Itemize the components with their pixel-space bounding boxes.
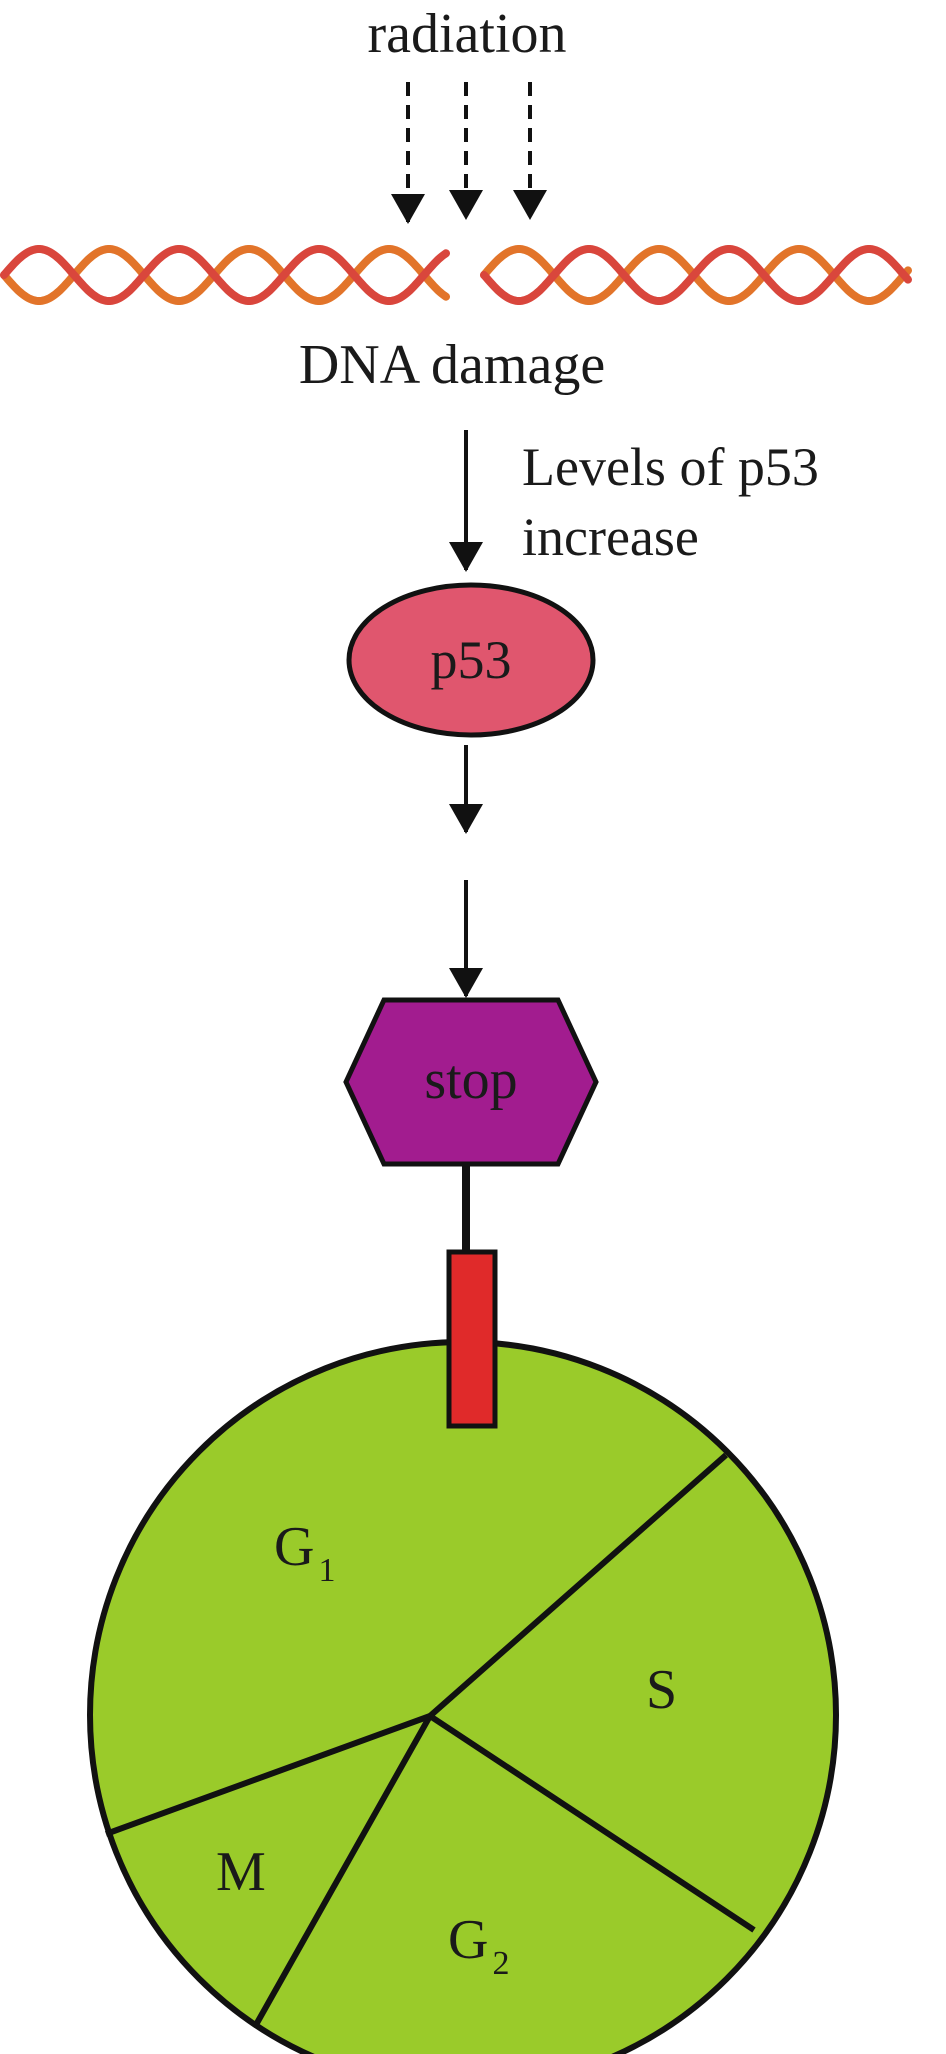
phase-g2-subscript: 2 [492,1945,509,1982]
dna-damage-label: DNA damage [299,334,605,396]
levels-label-line1: Levels of p53 [522,437,819,497]
divider-center-to-g2-m [254,1714,433,2025]
phase-g2-letter: G [448,1909,488,1971]
divider-center-to-m-g1 [104,1713,432,1837]
checkpoint-bar [446,1249,498,1429]
phase-m-label: M [216,1841,266,1903]
levels-label-line2: increase [522,507,699,567]
stop-label: stop [424,1049,517,1111]
p53-node [346,582,596,738]
phase-s-label: S [646,1659,677,1721]
dna-left-strand-b [0,245,450,305]
dna-helix [0,245,912,305]
phase-g1-subscript: 1 [318,1552,335,1589]
phase-g1-letter: G [274,1516,314,1578]
stop-hexagon [343,997,599,1167]
radiation-arrows [391,82,547,224]
divider-center-to-g1-s [428,1452,728,1719]
dna-right-strand-b [480,245,912,305]
radiation-label: radiation [367,3,566,65]
dna-left-strand-a [0,245,450,305]
p53-label: p53 [431,630,512,690]
divider-center-to-s-g2 [428,1713,756,1933]
